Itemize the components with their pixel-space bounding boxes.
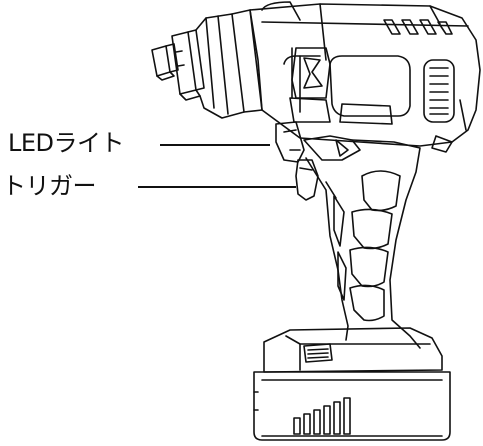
handle-grip: [295, 135, 421, 349]
trigger-leader-line: [138, 186, 296, 188]
led-light-pod: [275, 121, 305, 163]
motor-housing: [249, 1, 481, 153]
hammer-case: [195, 9, 263, 119]
led-light-label: LEDライト: [8, 129, 125, 157]
trigger-label: トリガー: [2, 172, 97, 200]
anvil-square-drive: [151, 29, 205, 101]
led-light-leader-line: [160, 144, 270, 146]
battery-pack: [253, 327, 451, 441]
